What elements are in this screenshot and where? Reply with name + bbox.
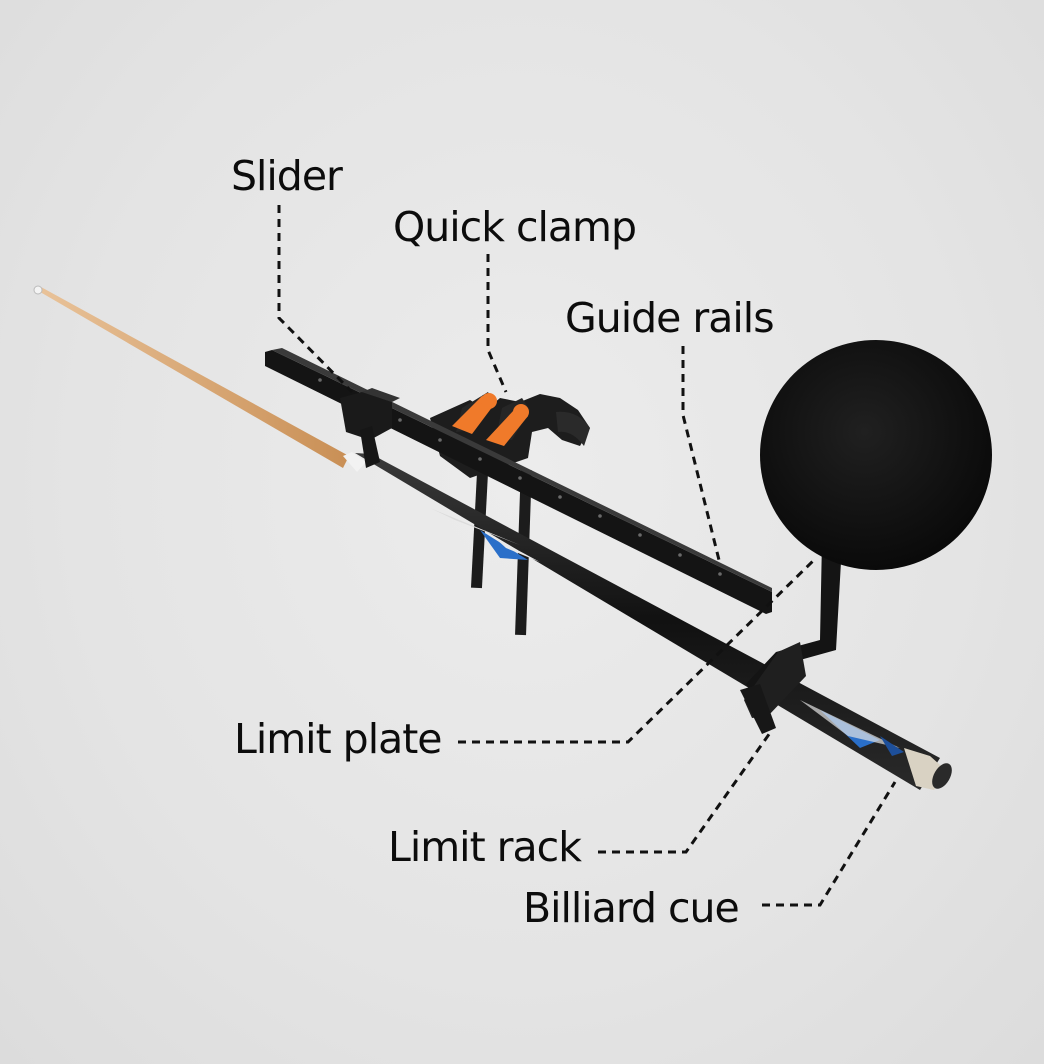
label-billiard-cue: Billiard cue bbox=[523, 884, 740, 932]
slider-bracket bbox=[360, 426, 380, 468]
leader-slider bbox=[277, 205, 354, 394]
label-slider: Slider bbox=[231, 152, 343, 200]
label-quick-clamp: Quick clamp bbox=[393, 203, 637, 251]
leader-guide-rails bbox=[681, 346, 721, 561]
label-limit-rack: Limit rack bbox=[388, 823, 582, 871]
leader-quick-clamp bbox=[486, 254, 508, 393]
leader-billiard-cue bbox=[762, 781, 897, 907]
leader-limit-plate bbox=[458, 558, 816, 744]
billiard-cue bbox=[33, 285, 952, 790]
leader-lines bbox=[277, 205, 897, 907]
label-guide-rails: Guide rails bbox=[565, 294, 775, 342]
limit-plate-assembly bbox=[740, 340, 992, 734]
label-limit-plate: Limit plate bbox=[234, 715, 443, 763]
slider-block bbox=[340, 388, 400, 440]
leader-limit-rack bbox=[598, 729, 774, 854]
